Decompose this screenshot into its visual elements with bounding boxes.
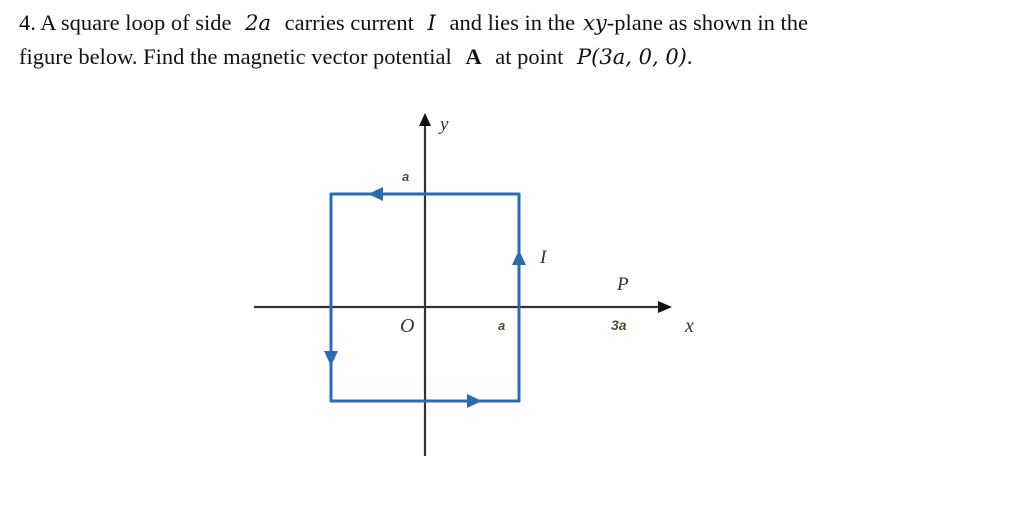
math-point: P(3a, 0, 0)	[577, 45, 687, 69]
current-arrow-top	[368, 187, 383, 201]
problem-line-2: figure below. Find the magnetic vector p…	[19, 44, 693, 69]
problem-statement: 4. A square loop of side 2a carries curr…	[19, 6, 1019, 74]
point-p-label: P	[616, 274, 629, 295]
math-side-length: 2a	[245, 11, 271, 35]
right-side-label: a	[498, 318, 505, 333]
x-axis-label: x	[684, 315, 694, 337]
y-axis-label: y	[438, 114, 449, 135]
current-label: I	[539, 247, 548, 268]
math-vector-potential: A	[465, 44, 482, 69]
top-side-label: a	[402, 169, 409, 184]
origin-label: O	[400, 315, 414, 337]
square-loop	[329, 192, 521, 403]
problem-number: 4.	[19, 10, 36, 35]
current-arrow-left	[324, 351, 338, 366]
problem-line-1: 4. A square loop of side 2a carries curr…	[19, 10, 809, 35]
current-arrow-bottom	[467, 394, 482, 408]
math-plane: xy	[583, 11, 607, 35]
y-axis-arrowhead	[419, 113, 431, 126]
math-current: I	[427, 11, 436, 35]
x-axis-arrowhead	[658, 301, 672, 313]
current-arrow-right	[512, 250, 526, 265]
point-coord-label: 3a	[611, 317, 627, 333]
